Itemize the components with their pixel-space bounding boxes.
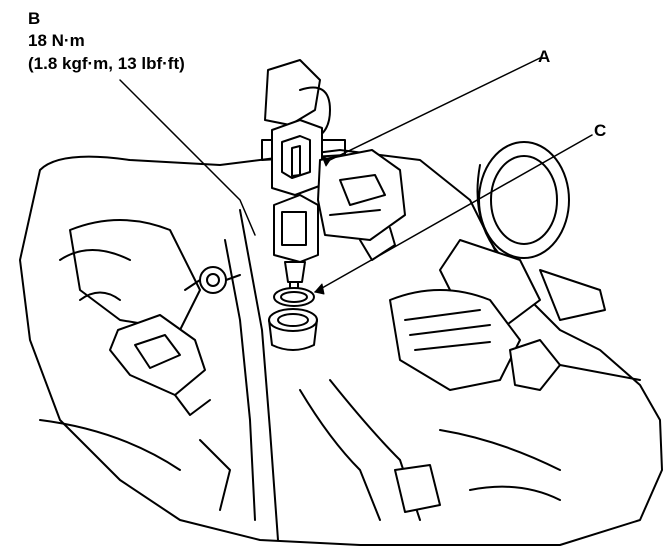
torque-spec-metric: 18 N·m <box>28 31 85 50</box>
sensor-body <box>273 194 319 263</box>
leader-line-b <box>119 79 256 236</box>
leader-line-a <box>329 57 541 161</box>
callout-b-label: B <box>28 9 41 28</box>
leader-line-c <box>314 134 593 293</box>
right-actuator <box>317 149 406 241</box>
flange-ring <box>478 141 570 259</box>
coolant-pipe <box>264 59 321 126</box>
callout-a-label: A <box>538 47 551 66</box>
left-connector <box>109 314 206 396</box>
threaded-port <box>268 308 318 332</box>
o-ring <box>273 287 315 307</box>
mount-bolt <box>199 266 227 294</box>
callout-c-label: C <box>594 121 607 140</box>
torque-spec-alternate: (1.8 kgf·m, 13 lbf·ft) <box>28 54 185 73</box>
sensor-connector-top <box>271 119 323 196</box>
